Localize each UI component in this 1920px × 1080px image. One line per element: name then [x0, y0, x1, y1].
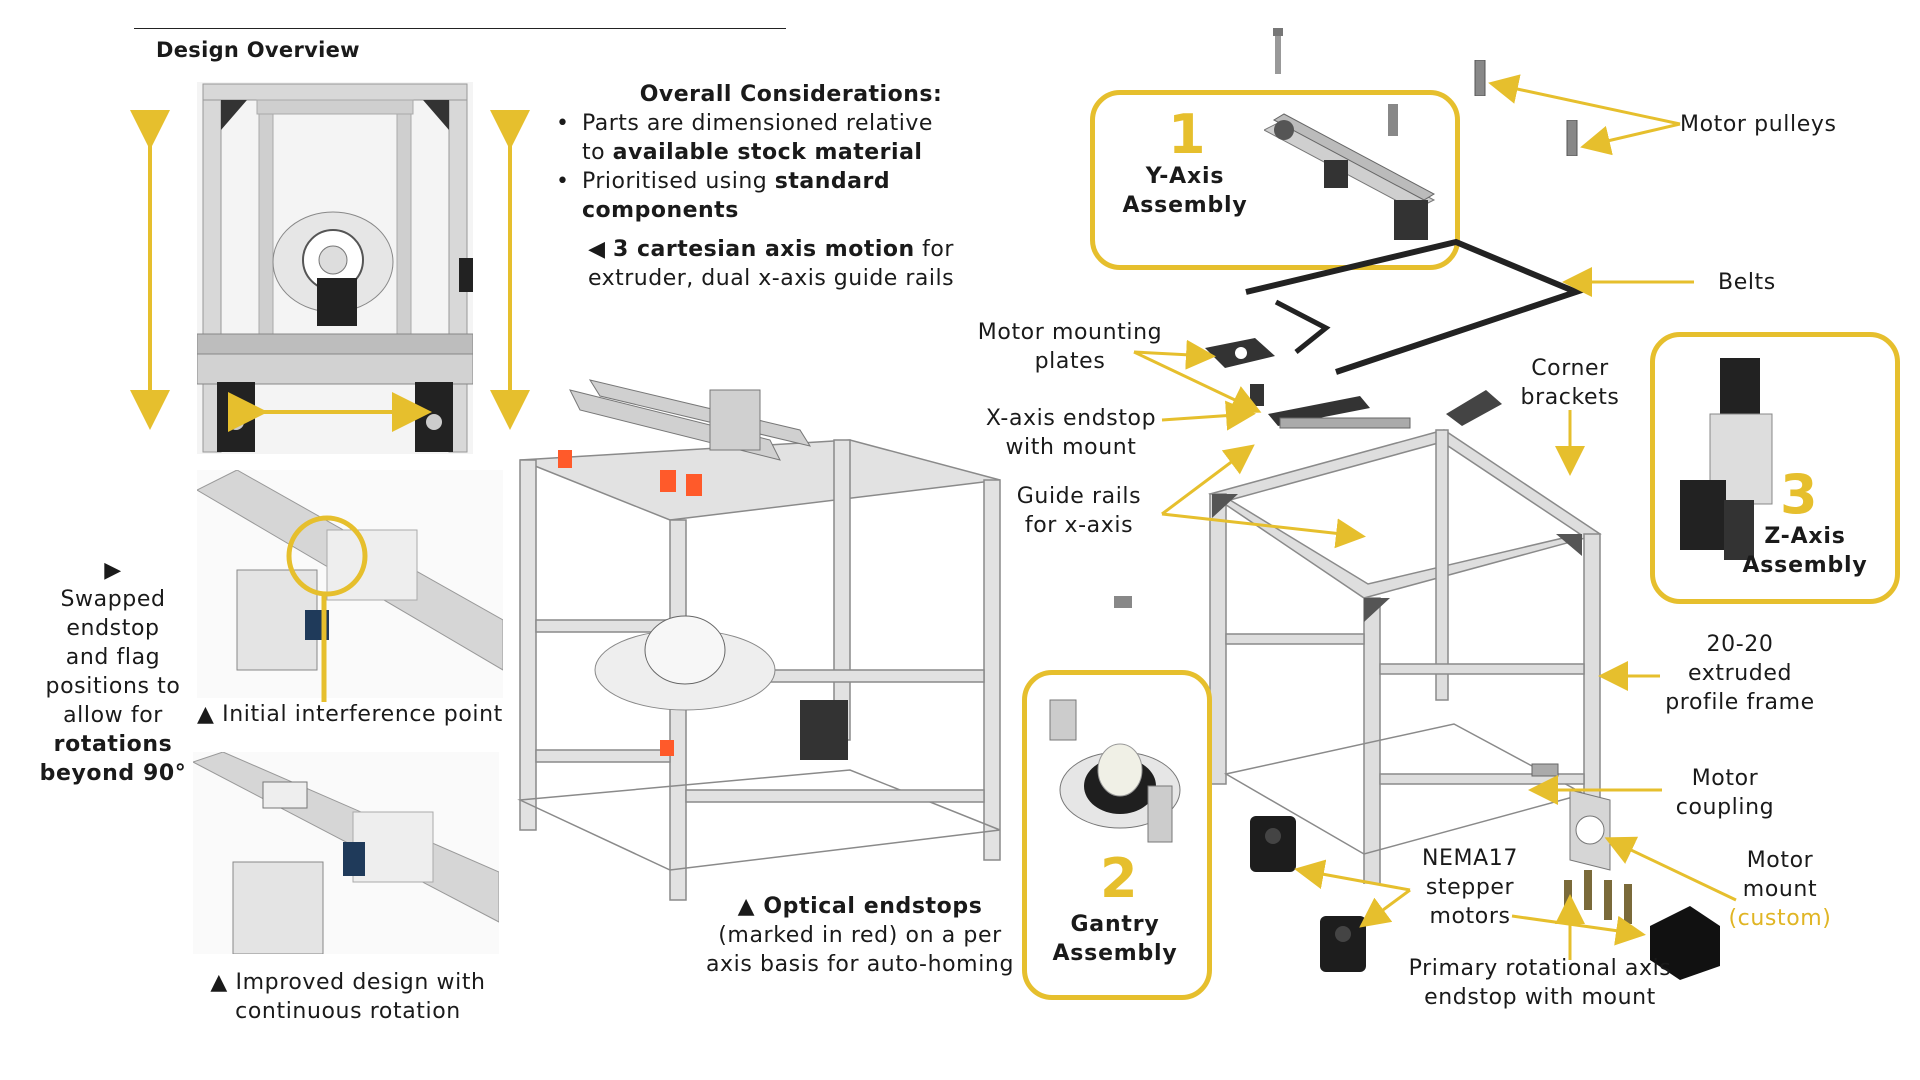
label-motor-coupling: Motor coupling — [1675, 766, 1775, 820]
swapped-arrow: ▶ — [104, 558, 122, 583]
label-motor-pulleys: Motor pulleys — [1680, 112, 1837, 137]
z-axis-assembly-label: Z-Axis Assembly — [1742, 524, 1868, 578]
swapped-bold-1: rotations — [53, 732, 173, 757]
label-x-axis-endstop: X-axis endstop with mount — [985, 406, 1157, 460]
motor-pulley-1 — [1474, 60, 1486, 96]
label-belts: Belts — [1718, 270, 1776, 295]
design-overview-title: Design Overview — [156, 38, 360, 62]
label-nema17-motors: NEMA17 stepper motors — [1422, 846, 1518, 929]
nema-motor-2 — [1320, 916, 1366, 972]
nema-motor-1 — [1250, 816, 1296, 872]
endstop-detail-initial — [197, 470, 503, 698]
swapped-line-4: positions to — [45, 674, 181, 699]
improved-line-1: ▲ Improved design with — [210, 970, 486, 995]
y-axis-assembly-label: Y-Axis Assembly — [1122, 164, 1248, 218]
bullet-standard-components: Prioritised using standard components — [556, 167, 986, 225]
small-part-render — [1114, 596, 1132, 608]
swapped-line-2: endstop — [66, 616, 160, 641]
z-axis-assembly-callout — [1650, 332, 1900, 604]
motion-note: ◀ 3 cartesian axis motion for extruder, … — [587, 237, 955, 291]
front-view-render — [197, 82, 473, 454]
swapped-line-1: Swapped — [60, 587, 166, 612]
label-primary-rotational-endstop: Primary rotational axis endstop with mou… — [1408, 956, 1672, 1010]
gantry-number: 2 — [1100, 847, 1138, 910]
y-axis-render — [1264, 104, 1436, 240]
improved-design-label: ▲ Improved design with continuous rotati… — [193, 968, 503, 1026]
label-motor-mounting-plates: Motor mounting plates — [977, 320, 1163, 374]
bullet-stock-material: Parts are dimensioned relative to availa… — [556, 109, 986, 167]
endstop-detail-improved — [193, 752, 499, 954]
extruded-frame-render — [1208, 429, 1602, 884]
label-motor-mount: Motor mount (custom) — [1728, 848, 1832, 931]
optical-line-2: (marked in red) on a per — [718, 923, 1002, 948]
optical-line-3: axis basis for auto-homing — [705, 952, 1015, 977]
considerations-title: Overall Considerations: — [639, 82, 943, 107]
isometric-printer-render — [510, 370, 1020, 910]
z-axis-render — [1680, 358, 1773, 560]
gantry-assembly-label: Gantry Assembly — [1052, 912, 1178, 966]
initial-interference-label: ▲ Initial interference point — [197, 702, 503, 727]
motor-plate-render — [1205, 338, 1275, 368]
corner-bracket-render — [1446, 390, 1502, 426]
screw-part — [1273, 28, 1283, 74]
header-rule — [134, 28, 786, 29]
label-corner-brackets: Corner brackets — [1520, 356, 1620, 410]
gantry-render — [1049, 699, 1181, 843]
label-extruded-frame: 20-20 extruded profile frame — [1665, 632, 1815, 715]
z-axis-number: 3 — [1780, 463, 1818, 526]
y-axis-number: 1 — [1168, 103, 1206, 166]
optical-title: ▲ Optical endstops — [737, 894, 983, 919]
belts-render — [1245, 238, 1585, 375]
motor-coupling-mount-render — [1531, 763, 1632, 924]
overall-considerations: Overall Considerations: Parts are dimens… — [556, 80, 986, 293]
motor-pulley-2 — [1566, 120, 1578, 156]
optical-endstops-note: ▲ Optical endstops (marked in red) on a … — [690, 892, 1030, 979]
swapped-bold-2: beyond 90° — [39, 761, 187, 786]
swapped-line-5: allow for — [63, 703, 163, 728]
swapped-line-3: and flag — [65, 645, 161, 670]
swapped-endstop-note: ▶ Swapped endstop and flag positions to … — [38, 556, 188, 788]
label-guide-rails: Guide rails for x-axis — [1016, 484, 1142, 538]
nema-motor-3 — [1650, 906, 1720, 980]
improved-line-2: continuous rotation — [235, 999, 461, 1024]
